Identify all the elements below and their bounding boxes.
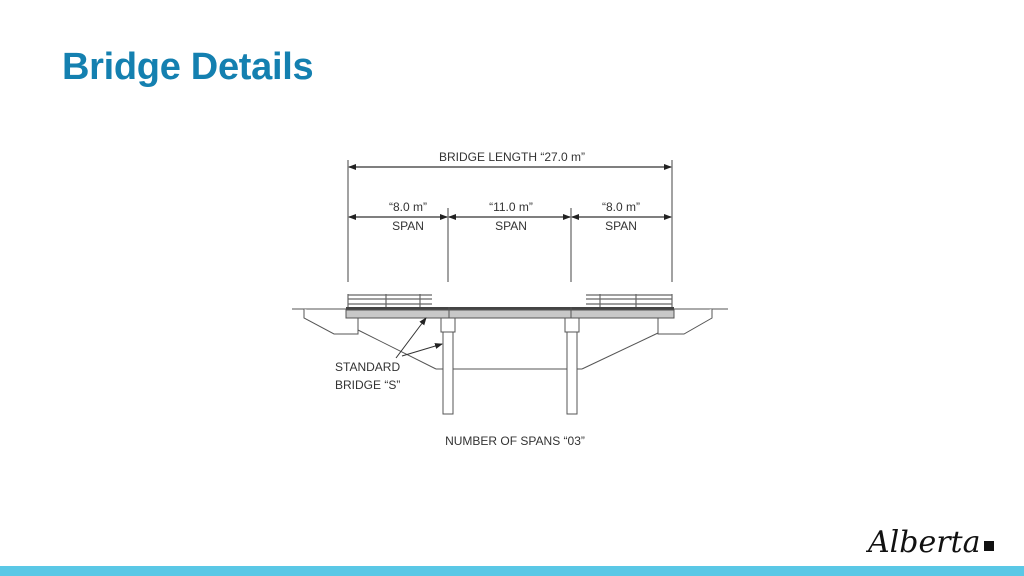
span-3-length: “8.0 m” (602, 200, 640, 214)
span-1-label: SPAN (392, 219, 424, 233)
number-of-spans-label: NUMBER OF SPANS “03” (445, 434, 585, 448)
bridge-length-dimension: BRIDGE LENGTH “27.0 m” (348, 150, 672, 170)
alberta-logo-mark-icon (984, 541, 994, 551)
span-2-length: “11.0 m” (489, 200, 533, 214)
callout-standard: STANDARD (335, 360, 400, 374)
alberta-logo: Alberta (865, 520, 1006, 560)
extension-lines (347, 160, 673, 282)
piers (440, 317, 580, 415)
span-2-label: SPAN (495, 219, 527, 233)
abutments (303, 309, 713, 335)
callout-bridge-s: BRIDGE “S” (335, 378, 400, 392)
span-3-label: SPAN (605, 219, 637, 233)
bridge-deck (345, 307, 675, 319)
slide-title: Bridge Details (62, 46, 314, 88)
callout-arrows (395, 317, 443, 359)
bridge-length-label: BRIDGE LENGTH “27.0 m” (439, 150, 585, 164)
span-1-length: “8.0 m” (389, 200, 427, 214)
bottom-accent-bar (0, 566, 1024, 576)
stream-bed (357, 329, 659, 370)
railings (347, 294, 673, 307)
alberta-logo-text: Alberta (866, 525, 981, 560)
